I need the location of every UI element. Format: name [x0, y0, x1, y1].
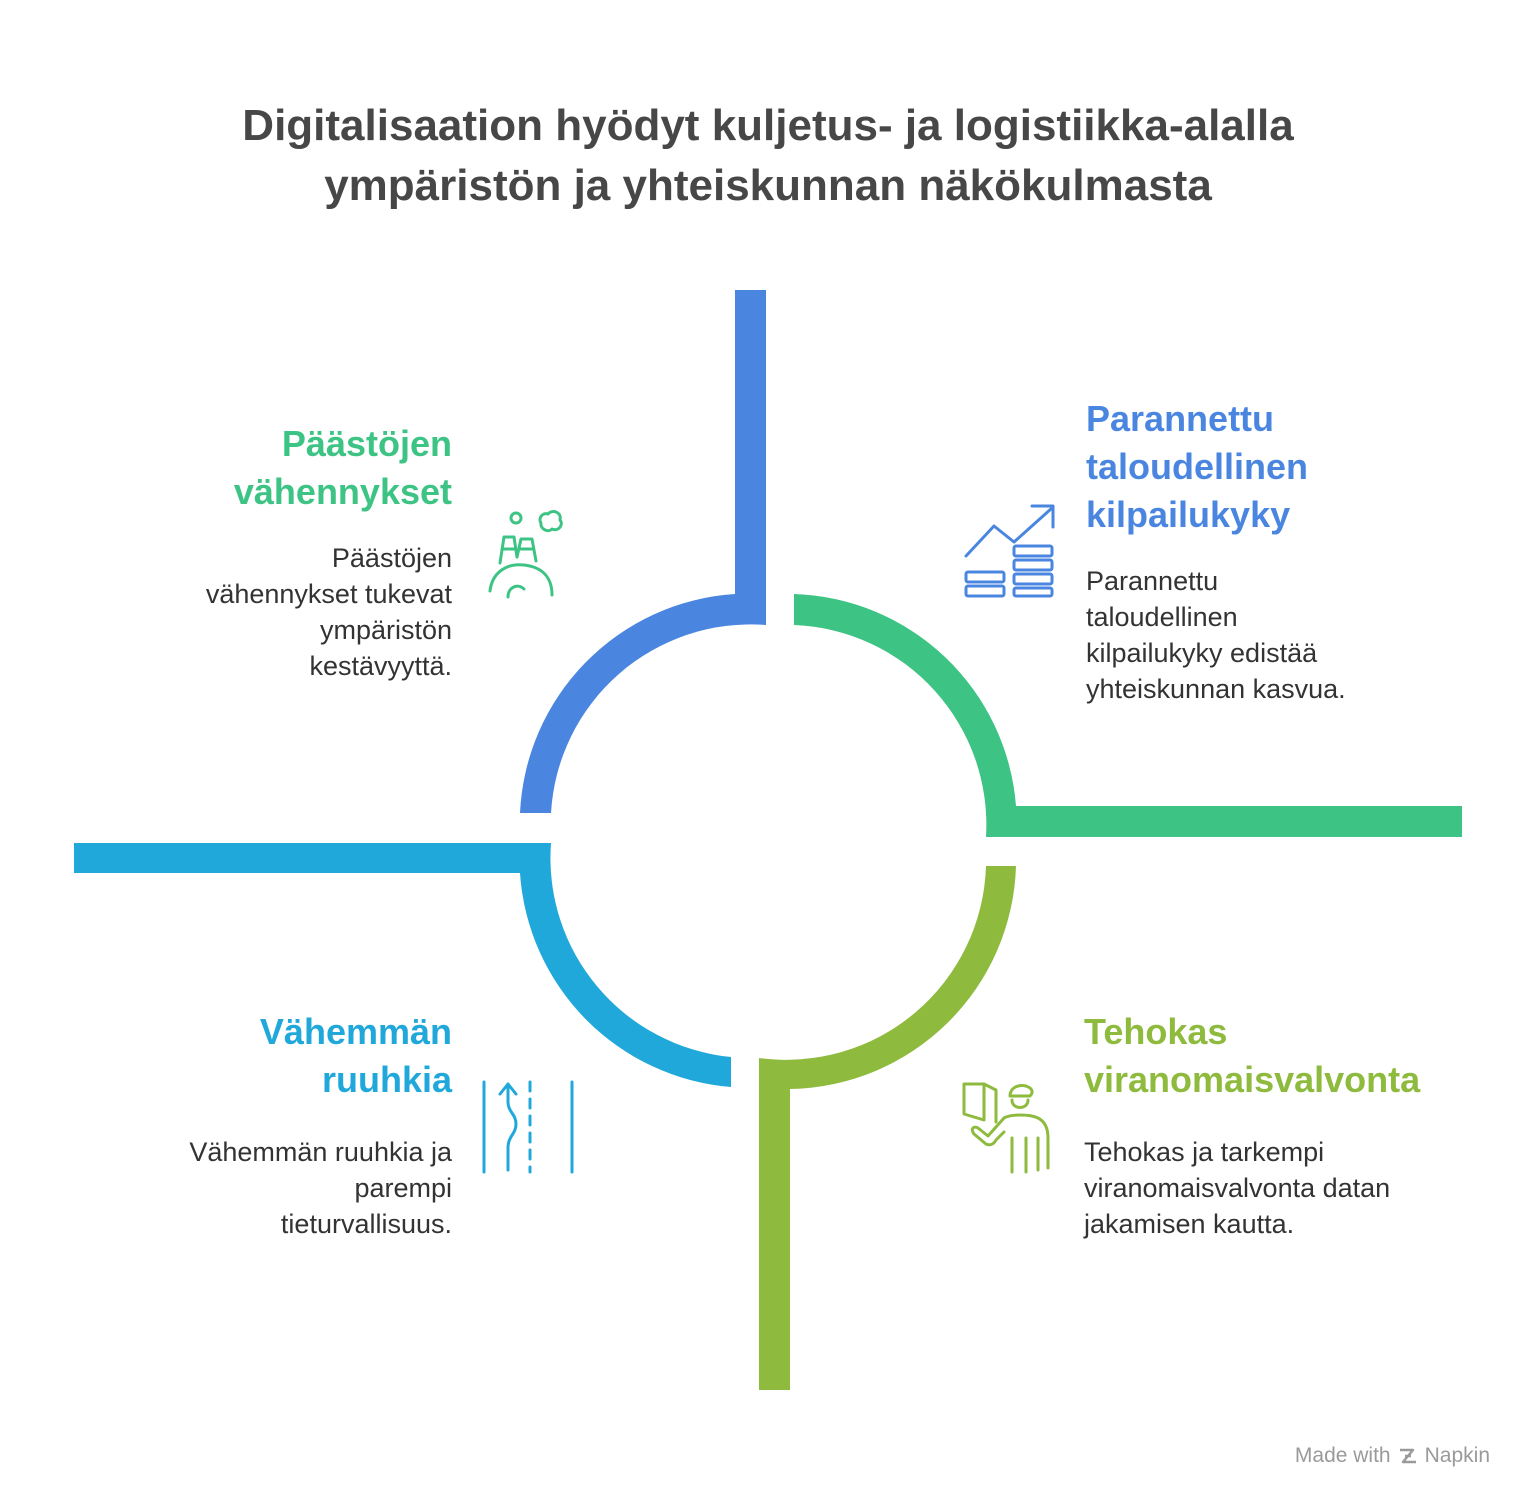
made-with-label: Made with — [1294, 1444, 1391, 1467]
napkin-watermark: Made with Napkin — [1295, 1444, 1490, 1468]
officer-inspection-icon — [962, 1082, 1050, 1174]
segment-green — [794, 594, 1462, 837]
heading-authority-supervision: Tehokas viranomaisvalvonta — [1084, 1011, 1421, 1100]
description-less-congestion: Vähemmän ruuhkia ja parempi tieturvallis… — [189, 1137, 452, 1239]
heading-emission-reduction: Päästöjen vähennykset — [233, 423, 452, 512]
description-authority-supervision: Tehokas ja tarkempi viranomaisvalvonta d… — [1084, 1137, 1391, 1239]
heading-economic-competitiveness: Parannettu taloudellinen kilpailukyky — [1086, 398, 1309, 535]
segment-olive — [759, 866, 1016, 1390]
description-economic-competitiveness: Parannettu taloudellinen kilpailukyky ed… — [1086, 566, 1346, 704]
growth-coins-icon — [964, 504, 1055, 598]
factory-emissions-icon — [488, 510, 563, 599]
title-line-2: ympäristön ja yhteiskunnan näkökulmasta — [324, 161, 1212, 210]
napkin-brand-label: Napkin — [1424, 1444, 1490, 1467]
heading-less-congestion: Vähemmän ruuhkia — [259, 1011, 452, 1100]
road-lane-icon — [482, 1080, 574, 1174]
title-line-1: Digitalisaation hyödyt kuljetus- ja logi… — [242, 101, 1294, 150]
segment-blue — [520, 290, 766, 813]
napkin-logo-icon — [1399, 1448, 1416, 1464]
page-title: Digitalisaation hyödyt kuljetus- ja logi… — [0, 96, 1536, 216]
segment-cyan — [74, 843, 731, 1087]
description-emission-reduction: Päästöjen vähennykset tukevat ympäristön… — [205, 543, 452, 681]
